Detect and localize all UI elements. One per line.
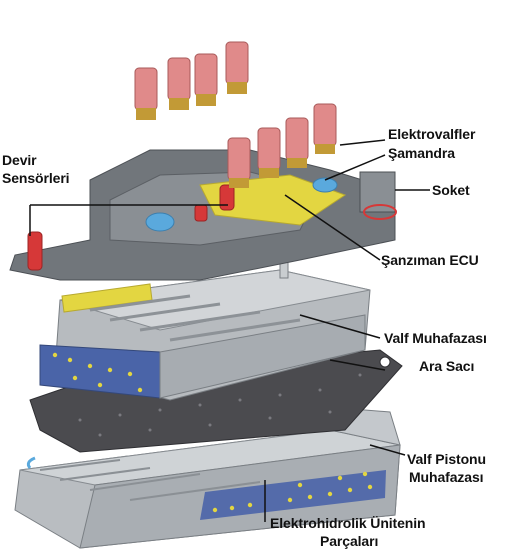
ecu-frame xyxy=(9,149,397,281)
leader-lines xyxy=(29,139,430,522)
solenoid-valves xyxy=(134,41,337,188)
label-samandra: Şamandra xyxy=(388,145,455,161)
valve-housing xyxy=(39,248,371,401)
label-elektrovalfler: Elektrovalfler xyxy=(388,126,476,142)
label-parcalari: Parçaları xyxy=(320,533,379,549)
valve-piston-housing xyxy=(14,407,401,549)
label-sensorleri: Sensörleri xyxy=(2,170,70,186)
label-valf-pistonu: Valf Pistonu xyxy=(407,451,486,467)
label-soket: Soket xyxy=(432,182,470,198)
label-muhafazasi: Muhafazası xyxy=(409,469,484,485)
label-devir: Devir xyxy=(2,152,37,168)
label-elektrohidrolik: Elektrohidrolik Ünitenin xyxy=(270,515,426,531)
label-valf-muhafazasi: Valf Muhafazası xyxy=(384,330,487,346)
label-sanziman-ecu: Şanzıman ECU xyxy=(381,252,479,268)
label-ara-saci: Ara Sacı xyxy=(419,358,475,374)
